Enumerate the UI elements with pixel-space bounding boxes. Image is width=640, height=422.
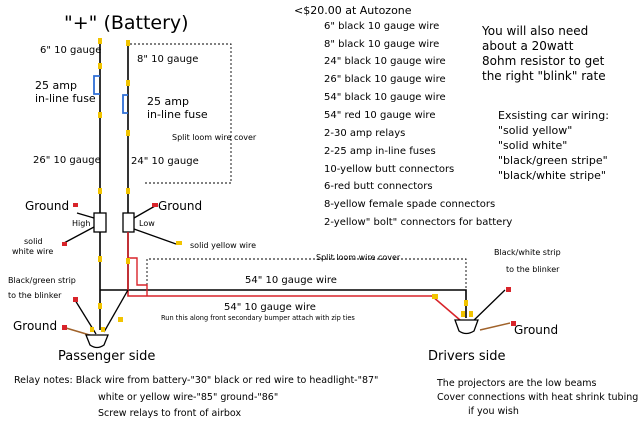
parts-item: 54" black 10 gauge wire	[324, 92, 446, 103]
left-mid-wire-label: 26" 10 gauge	[33, 155, 101, 166]
bw-strip-lead	[469, 289, 506, 325]
relay-low-label: Low	[139, 219, 155, 228]
loom-top-label: Split loom wire cover	[172, 133, 257, 142]
fuse-right	[122, 94, 128, 114]
parts-item: 54" red 10 gauge wire	[324, 110, 436, 121]
ground-drv-lead	[479, 322, 511, 331]
relay-high-box	[93, 212, 107, 233]
parts-header: <$20.00 at Autozone	[294, 4, 412, 17]
pass-hot-lead	[103, 289, 129, 333]
solid-yellow-label: solid yellow wire	[190, 241, 257, 250]
passenger-lamp	[85, 334, 109, 349]
fuse-right-label-b: in-line fuse	[147, 108, 208, 121]
wire-54-lower-label: 54" 10 gauge wire	[224, 302, 316, 313]
ground-left-label: Ground	[25, 199, 70, 213]
loom-bottom-outline	[146, 258, 467, 289]
parts-item: 2-25 amp in-line fuses	[324, 146, 436, 157]
solid-white-label-b: white wire	[12, 247, 54, 256]
bg-strip-label-b: to the blinker	[8, 291, 62, 300]
passenger-side-label: Passenger side	[58, 349, 156, 364]
bg-strip-label-a: Black/green strip	[8, 276, 76, 285]
parts-item: 6" black 10 gauge wire	[324, 21, 440, 32]
relay-high-label: High	[72, 219, 91, 228]
ground-passenger-label: Ground	[13, 319, 58, 333]
existing-item: "black/green stripe"	[498, 154, 608, 167]
red-jumper	[128, 257, 148, 296]
fuse-left-label-b: in-line fuse	[35, 92, 96, 105]
relay-note-line: white or yellow wire-"85" ground-"86"	[98, 392, 279, 403]
fuse-left-label-a: 25 amp	[35, 79, 77, 92]
drivers-lamp	[454, 319, 479, 335]
resistor-note-line: about a 20watt	[482, 39, 574, 53]
ground-drivers-label: Ground	[514, 323, 559, 337]
resistor-note-line: the right "blink" rate	[482, 69, 606, 83]
bw-strip-label-a: Black/white strip	[494, 248, 561, 257]
ground-right-lead	[133, 205, 156, 219]
projector-note-line: Cover connections with heat shrink tubin…	[437, 392, 639, 403]
relay-note-line: Screw relays to front of airbox	[98, 408, 242, 419]
parts-item: 24" black 10 gauge wire	[324, 56, 446, 67]
parts-item: 6-red butt connectors	[324, 181, 433, 192]
resistor-note-line: 8ohm resistor to get	[482, 54, 605, 68]
resistor-note-line: You will also need	[482, 24, 589, 38]
parts-item: 8-yellow female spade connectors	[324, 199, 496, 210]
relay-low-box	[122, 212, 135, 233]
fuse-right-label-a: 25 amp	[147, 95, 189, 108]
projector-note-line: if you wish	[468, 406, 519, 417]
yellow-connectors	[90, 38, 473, 332]
parts-item: 2-30 amp relays	[324, 128, 406, 139]
existing-header: Exsisting car wiring:	[498, 109, 609, 122]
relay-note-line: Relay notes: Black wire from battery-"30…	[14, 375, 379, 386]
parts-item: 2-yellow" bolt" connectors for battery	[324, 217, 513, 228]
projector-note-line: The projectors are the low beams	[437, 378, 597, 389]
existing-item: "solid white"	[498, 139, 568, 152]
existing-item: "black/white stripe"	[498, 169, 606, 182]
parts-item: 8" black 10 gauge wire	[324, 39, 440, 50]
existing-item: "solid yellow"	[498, 124, 573, 137]
fuse-left	[93, 75, 100, 95]
right-top-wire-label: 8" 10 gauge	[137, 54, 199, 65]
drivers-side-label: Drivers side	[428, 349, 506, 364]
ground-left-lead	[76, 212, 95, 219]
ground-right-label: Ground	[158, 199, 203, 213]
left-top-wire-label: 6" 10 gauge	[40, 45, 102, 56]
loom-bottom-label: Split loom wire cover	[316, 253, 401, 262]
page-title: "+" (Battery)	[64, 12, 189, 34]
red-connectors	[62, 203, 516, 330]
solid-white-label-a: solid	[24, 237, 43, 246]
solid-white-lead	[63, 226, 95, 244]
bumper-note: Run this along front secondary bumper at…	[161, 314, 355, 322]
bw-strip-label-b: to the blinker	[506, 265, 560, 274]
black-54-wire	[100, 289, 467, 318]
solid-yellow-lead	[133, 228, 177, 245]
parts-item: 10-yellow butt connectors	[324, 164, 455, 175]
parts-item: 26" black 10 gauge wire	[324, 74, 446, 85]
wire-54-upper-label: 54" 10 gauge wire	[245, 275, 337, 286]
right-mid-wire-label: 24" 10 gauge	[131, 156, 199, 167]
loom-top-outline	[130, 43, 232, 184]
